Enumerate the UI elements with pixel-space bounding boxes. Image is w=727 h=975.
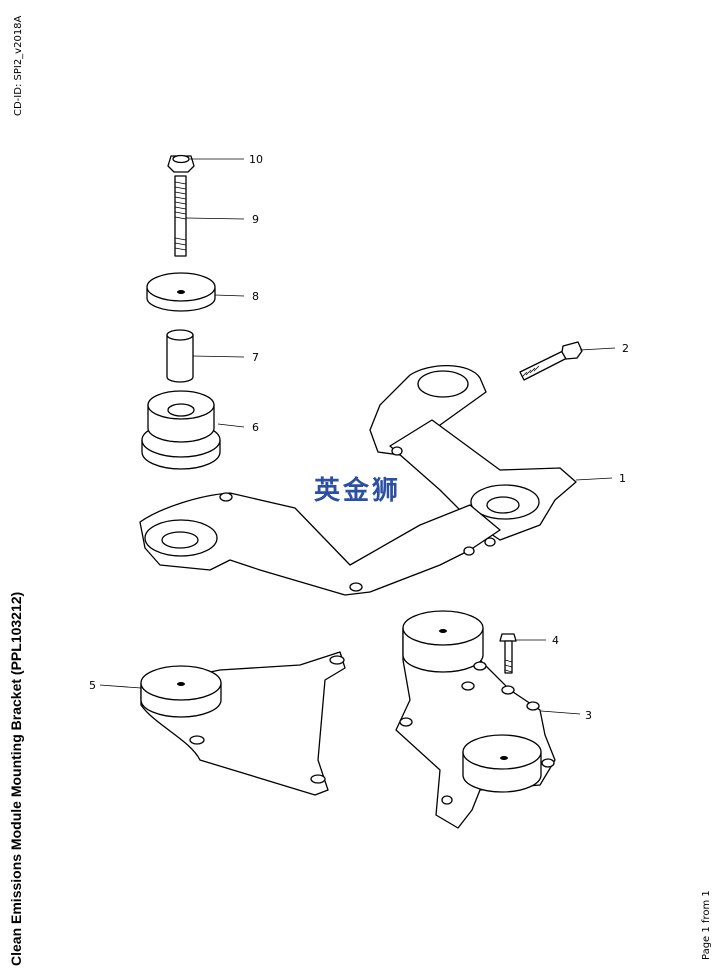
part-9-stud[interactable] (174, 175, 187, 257)
callout-3: 3 (585, 709, 592, 722)
callout-8: 8 (252, 290, 259, 303)
callout-10: 10 (249, 153, 263, 166)
callout-7: 7 (252, 351, 259, 364)
callout-4: 4 (552, 634, 559, 647)
callout-9: 9 (252, 213, 259, 226)
callout-1: 1 (619, 472, 626, 485)
part-7-spacer[interactable] (166, 329, 194, 383)
callout-5: 5 (89, 679, 96, 692)
watermark-logo: 英金狮 (314, 476, 402, 506)
part-2-bolt[interactable] (519, 341, 583, 381)
part-6-rubber-mount[interactable] (141, 390, 221, 470)
leader-lines (99, 158, 616, 715)
callout-2: 2 (622, 342, 629, 355)
part-1-main-bracket[interactable] (139, 364, 577, 596)
part-3-bracket-assembly[interactable] (395, 610, 556, 829)
callout-6: 6 (252, 421, 259, 434)
part-10-nut[interactable] (167, 154, 195, 173)
part-8-washer[interactable] (146, 272, 216, 312)
part-4-bolt[interactable] (499, 633, 517, 674)
part-5-plate-bracket[interactable] (140, 651, 346, 796)
